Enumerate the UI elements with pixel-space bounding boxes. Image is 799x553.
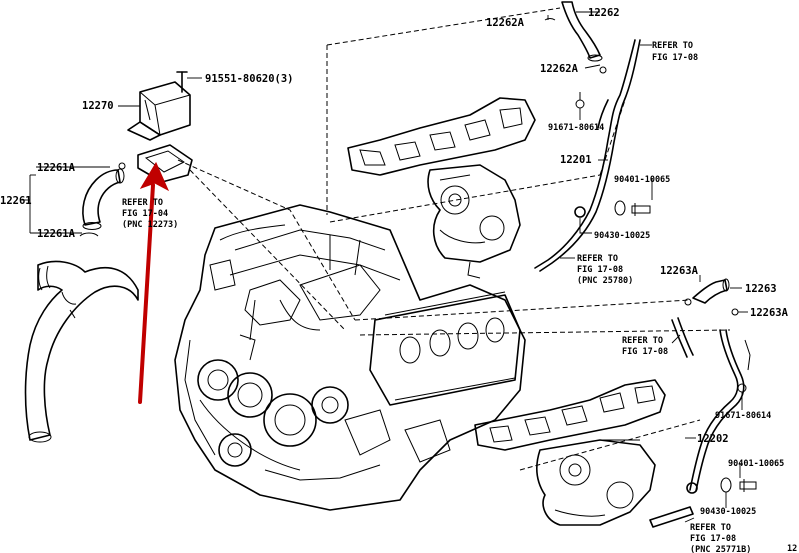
hose-12262 bbox=[544, 1, 607, 74]
label-90430-top: 90430-10025 bbox=[594, 231, 650, 241]
label-90401-top: 90401-10065 bbox=[614, 175, 670, 185]
part-labels: 12262A 12262 12262A REFER TO FIG 17-08 9… bbox=[0, 7, 797, 553]
label-refer-top-line2: FIG 17-08 bbox=[652, 53, 698, 63]
label-90430-bottom: 90430-10025 bbox=[700, 507, 756, 517]
label-refer-right-line2: FIG 17-08 bbox=[622, 347, 668, 357]
label-refer-mid-line2: FIG 17-08 bbox=[577, 265, 623, 275]
label-corner-page: 12 bbox=[787, 544, 797, 553]
red-indicator-arrow bbox=[138, 161, 170, 404]
label-refer-bottom-line3: (PNC 25771B) bbox=[690, 545, 751, 553]
radiator-hose-large bbox=[24, 260, 139, 443]
label-refer-top-line1: REFER TO bbox=[652, 41, 693, 51]
label-91671-bottom: 91671-80614 bbox=[715, 411, 771, 421]
label-91551: 91551-80620(3) bbox=[205, 73, 294, 85]
label-refer-mid-line3: (PNC 25780) bbox=[577, 276, 633, 286]
pipe-12202 bbox=[649, 317, 757, 528]
label-12263: 12263 bbox=[745, 283, 777, 295]
hose-12263 bbox=[684, 278, 739, 316]
turbo-lower bbox=[474, 379, 666, 526]
label-12202: 12202 bbox=[697, 433, 729, 445]
label-12261: 12261 bbox=[0, 195, 32, 207]
label-12261a-bottom: 12261A bbox=[37, 228, 76, 240]
label-refer-mid-line1: REFER TO bbox=[577, 254, 618, 264]
leader-lines bbox=[22, 11, 748, 523]
label-refer-right-line1: REFER TO bbox=[622, 336, 663, 346]
engine-block bbox=[174, 204, 526, 511]
label-12263a-bottom: 12263A bbox=[750, 307, 789, 319]
label-91671-top: 91671-80614 bbox=[548, 123, 604, 133]
label-12201: 12201 bbox=[560, 154, 592, 166]
hose-12261 bbox=[79, 162, 126, 237]
label-12262: 12262 bbox=[588, 7, 620, 19]
label-12270: 12270 bbox=[82, 100, 114, 112]
label-refer-left-line1: REFER TO bbox=[122, 198, 163, 208]
turbo-upper bbox=[347, 97, 536, 279]
label-12262a-mid: 12262A bbox=[540, 63, 579, 75]
label-refer-bottom-line2: FIG 17-08 bbox=[690, 534, 736, 544]
label-refer-bottom-line1: REFER TO bbox=[690, 523, 731, 533]
label-refer-left-line2: FIG 17-04 bbox=[122, 209, 168, 219]
pipe-12201 bbox=[534, 39, 651, 272]
actuator-12270 bbox=[127, 71, 193, 183]
label-12261a-top: 12261A bbox=[37, 162, 76, 174]
label-refer-left-line3: (PNC 12273) bbox=[122, 220, 178, 230]
label-12263a-top: 12263A bbox=[660, 265, 699, 277]
label-12262a-top: 12262A bbox=[486, 17, 525, 29]
label-90401-bottom: 90401-10065 bbox=[728, 459, 784, 469]
